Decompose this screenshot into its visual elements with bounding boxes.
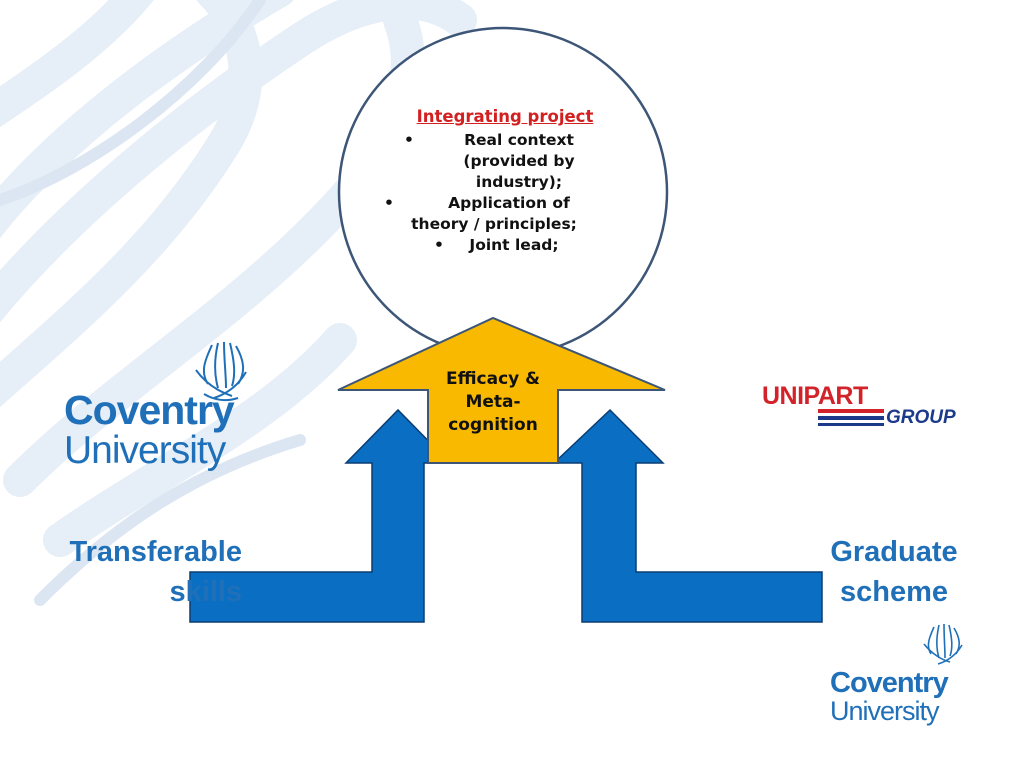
graduate-line-1: Graduate (830, 536, 958, 568)
bullet-2-line-2: theory / principles; (411, 215, 577, 233)
phoenix-icon-small (923, 623, 963, 665)
bullet-1-line-3: industry); (475, 173, 563, 191)
unipart-stripe-blue (818, 416, 884, 420)
bullet-3-line-1: Joint lead; (469, 236, 559, 254)
graduate-scheme-label: Graduate scheme (814, 532, 974, 612)
unipart-logo: UNIPART GROUP (762, 382, 956, 428)
bullet-dot-icon: • (404, 131, 414, 149)
right-blue-arrow (552, 408, 823, 623)
coventry-right-line1: Coventry (830, 667, 949, 699)
graduate-line-2: scheme (839, 576, 948, 608)
unipart-stripe-red (818, 409, 884, 413)
bullet-joint-lead: • Joint lead; (425, 235, 575, 256)
transferable-line-1: Transferable (69, 536, 242, 568)
coventry-left-line2: University (64, 429, 227, 472)
efficacy-arrow (337, 316, 666, 464)
coventry-logo-right: Coventry University (830, 623, 963, 726)
bullet-1-line-1: Real context (464, 131, 574, 149)
bullet-real-context: • Real context (provided by industry); (395, 130, 615, 193)
coventry-right-line2: University (830, 696, 940, 726)
bullet-application: • Application of theory / principles; (375, 193, 615, 235)
background-swirl-thin (0, 0, 306, 606)
coventry-logo-left: Coventry University (64, 341, 247, 472)
bullet-dot-icon: • (384, 194, 394, 212)
unipart-group-word: GROUP (886, 407, 956, 428)
phoenix-icon (195, 341, 247, 402)
efficacy-label: Efficacy & Meta- cognition (435, 368, 551, 437)
unipart-word: UNIPART (762, 382, 868, 410)
bullet-2-line-1: Application of (448, 194, 570, 212)
transferable-skills-label: Transferable skills (30, 532, 242, 612)
integrating-project-text: Integrating project • Real context (prov… (384, 106, 615, 256)
coventry-left-line1: Coventry (64, 387, 235, 433)
efficacy-line-3: cognition (448, 415, 538, 435)
background-swirl (0, 0, 477, 557)
integrating-project-title: Integrating project (416, 107, 594, 126)
bullet-dot-icon: • (434, 236, 444, 254)
unipart-stripe-blue2 (818, 423, 884, 426)
efficacy-line-1: Efficacy & (445, 369, 541, 389)
transferable-line-2: skills (169, 576, 242, 608)
left-blue-arrow (189, 408, 452, 623)
bullet-1-line-2: (provided by (463, 152, 575, 170)
efficacy-line-2: Meta- (465, 392, 521, 412)
